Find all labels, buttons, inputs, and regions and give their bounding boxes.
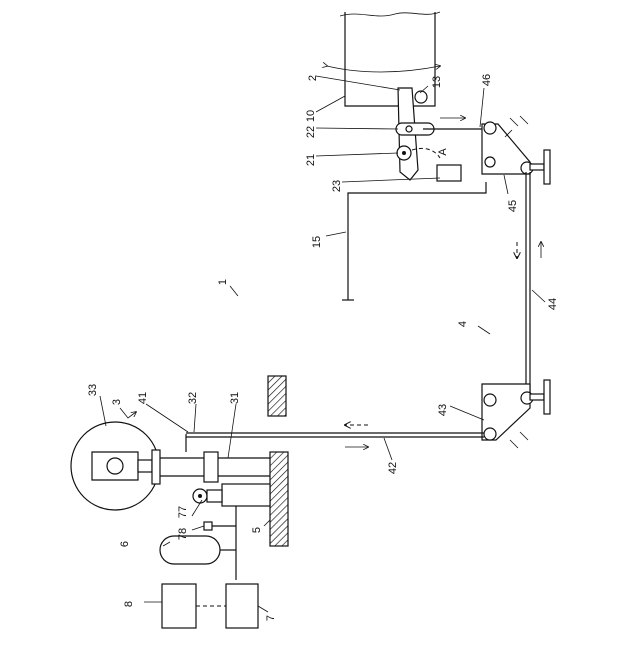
label-5: 5 <box>251 527 263 533</box>
label-1: 1 <box>217 279 229 285</box>
label-15: 15 <box>311 236 323 248</box>
pivot-13 <box>415 91 427 103</box>
label-7: 7 <box>265 615 277 621</box>
pulley-33 <box>71 422 160 510</box>
label-44: 44 <box>547 298 559 310</box>
label-2: 2 <box>307 75 319 81</box>
label-6: 6 <box>119 541 131 547</box>
label-42: 42 <box>387 462 399 474</box>
bell-crank-43 <box>482 380 550 448</box>
label-8: 8 <box>123 601 135 607</box>
label-23: 23 <box>331 180 343 192</box>
block-23 <box>437 165 461 181</box>
leader-lines <box>100 76 545 612</box>
label-45: 45 <box>507 200 519 212</box>
label-78: 78 <box>177 528 189 540</box>
bracket-15 <box>342 182 486 300</box>
label-32: 32 <box>187 392 199 404</box>
label-13: 13 <box>431 76 443 88</box>
label-A: A <box>437 148 449 156</box>
rod-44 <box>517 172 541 395</box>
label-22: 22 <box>305 126 317 138</box>
label-10: 10 <box>305 110 317 122</box>
wall-upper <box>268 376 286 416</box>
label-46: 46 <box>481 74 493 86</box>
actuator-31 <box>160 434 270 482</box>
label-41: 41 <box>137 392 149 404</box>
wall-lower-5 <box>270 452 288 546</box>
label-77: 77 <box>177 506 189 518</box>
label-21: 21 <box>305 154 317 166</box>
label-4: 4 <box>457 321 469 327</box>
label-3: 3 <box>111 399 123 405</box>
label-31: 31 <box>229 392 241 404</box>
label-43: 43 <box>437 404 449 416</box>
part-2-lever <box>396 88 483 181</box>
cable-42 <box>186 425 484 447</box>
label-33: 33 <box>87 384 99 396</box>
unit-8 <box>162 584 226 628</box>
bell-crank-45 <box>482 116 550 184</box>
unit-7 <box>226 584 258 628</box>
tank-6 <box>160 536 236 564</box>
